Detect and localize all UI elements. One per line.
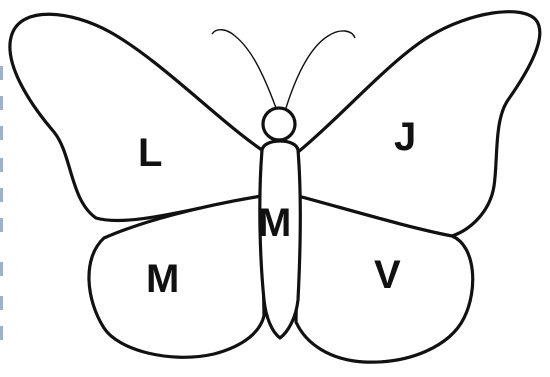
edge-mark (0, 218, 3, 232)
right-antenna (286, 31, 355, 108)
edge-mark (0, 126, 3, 140)
edge-mark (0, 188, 3, 202)
body-letter: M (258, 201, 291, 245)
edge-mark (0, 66, 3, 80)
edge-mark (0, 296, 3, 310)
lower-left-wing-letter: M (146, 257, 179, 301)
upper-left-wing (10, 14, 262, 220)
edge-mark (0, 158, 3, 172)
edge-mark (0, 262, 3, 276)
upper-right-wing (298, 12, 540, 236)
edge-mark (0, 326, 3, 340)
upper-right-wing-letter: J (394, 115, 416, 159)
left-antenna (212, 30, 276, 108)
lower-right-wing-letter: V (374, 253, 401, 297)
edge-mark (0, 96, 3, 110)
butterfly-head (263, 108, 295, 140)
upper-left-wing-letter: L (138, 131, 162, 175)
